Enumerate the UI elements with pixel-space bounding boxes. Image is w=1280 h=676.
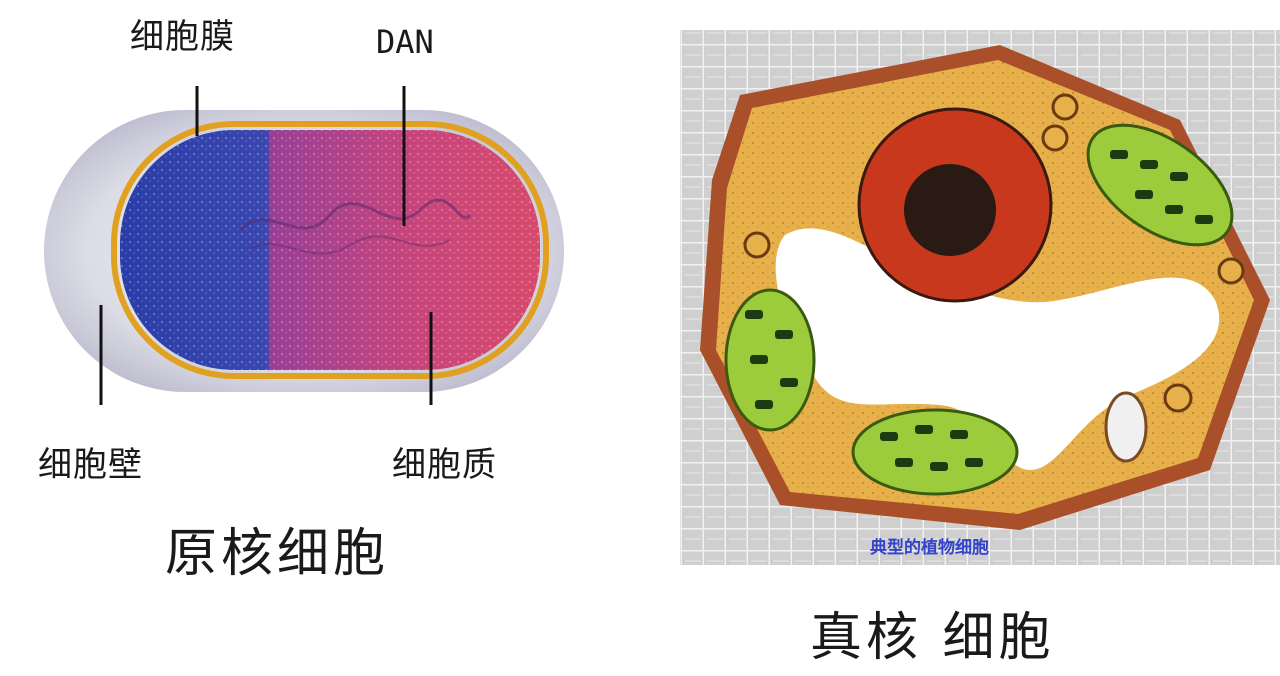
label-cytoplasm: 细胞质	[392, 445, 497, 485]
cell-membrane-shape	[111, 121, 549, 379]
label-dna: DAN	[376, 23, 434, 61]
nucleolus-shape	[904, 164, 996, 256]
prokaryote-title: 原核细胞	[165, 524, 390, 584]
dna-shape	[238, 198, 472, 232]
eukaryote-title: 真核 细胞	[810, 608, 1055, 668]
plant-cell-caption: 典型的植物细胞	[870, 538, 989, 558]
label-cell-wall: 细胞壁	[38, 445, 143, 485]
chloroplast-shape	[851, 408, 1019, 496]
chloroplast-shape	[724, 288, 816, 432]
vacuole-shape	[775, 228, 1220, 470]
cytoplasm-shape	[120, 130, 540, 370]
label-cell-membrane: 细胞膜	[130, 17, 235, 57]
